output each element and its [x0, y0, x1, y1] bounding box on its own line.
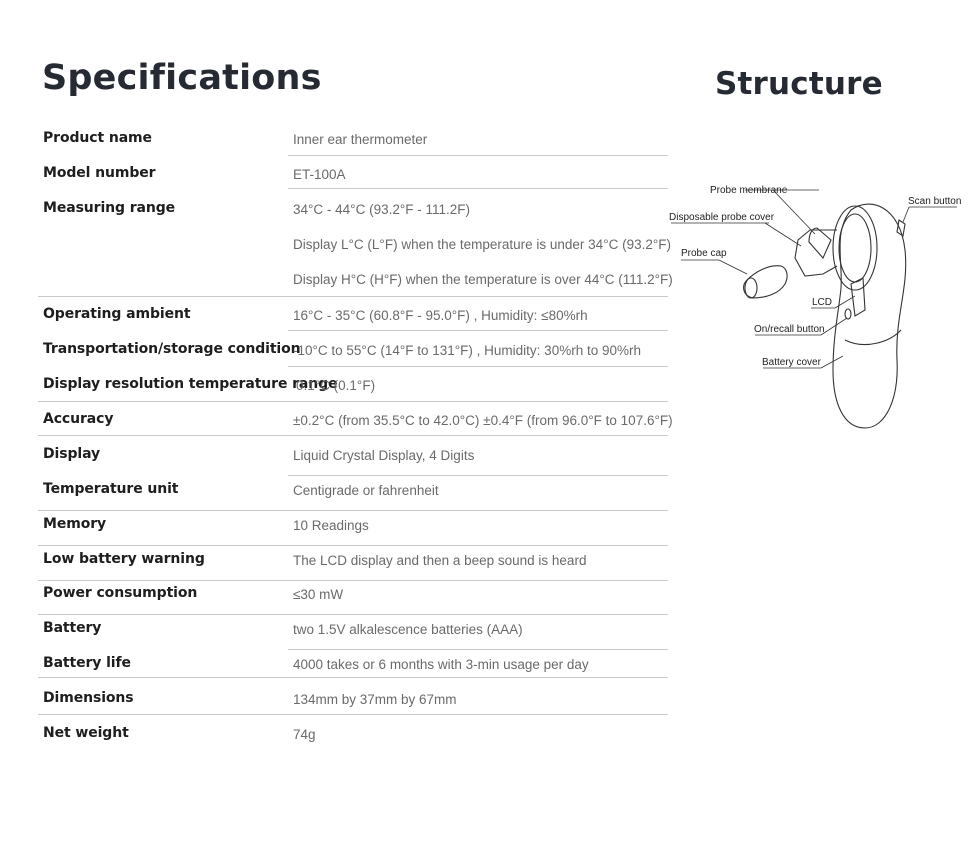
specifications-title: Specifications — [42, 58, 322, 98]
thermometer-structure-diagram: Probe membrane Disposable probe cover Pr… — [665, 170, 975, 440]
on-recall-button — [844, 308, 852, 320]
spec-label: Measuring range — [43, 200, 176, 216]
row-divider — [38, 435, 668, 436]
row-divider — [38, 401, 668, 402]
probe-head-rim — [832, 205, 878, 291]
spec-value: ET-100A — [293, 167, 346, 182]
label-battery-cover: Battery cover — [762, 357, 822, 368]
spec-row: Net weight 74g — [38, 723, 670, 759]
row-divider — [288, 330, 668, 331]
row-divider — [38, 580, 668, 581]
spec-value: -10°C to 55°C (14°F to 131°F) , Humidity… — [293, 343, 641, 358]
spec-row: Dimensions 134mm by 37mm by 67mm — [38, 688, 670, 724]
label-probe-membrane: Probe membrane — [710, 185, 788, 196]
scan-button — [896, 219, 906, 237]
spec-value: The LCD display and then a beep sound is… — [293, 553, 587, 568]
row-divider — [288, 366, 668, 367]
spec-value: ±0.2°C (from 35.5°C to 42.0°C) ±0.4°F (f… — [293, 413, 673, 428]
spec-label: Operating ambient — [43, 306, 191, 322]
spec-row: Battery life 4000 takes or 6 months with … — [38, 653, 670, 689]
label-scan-button: Scan button — [908, 196, 961, 207]
spec-value: ≤30 mW — [293, 587, 344, 602]
spec-row: Display Liquid Crystal Display, 4 Digits — [38, 444, 670, 480]
row-divider — [38, 614, 668, 615]
label-on-recall-button: On/recall button — [754, 324, 825, 335]
spec-label: Accuracy — [43, 411, 114, 427]
label-probe-cap: Probe cap — [681, 248, 727, 259]
label-disposable-probe-cover: Disposable probe cover — [669, 212, 775, 223]
spec-label: Display — [43, 446, 101, 462]
spec-value: Display L°C (L°F) when the temperature i… — [293, 237, 671, 252]
spec-value: Centigrade or fahrenheit — [293, 483, 439, 498]
row-divider — [38, 296, 668, 297]
spec-row: Transportation/storage condition-10°C to… — [38, 339, 670, 375]
disposable-probe-cover — [794, 229, 838, 277]
probe-cap — [743, 265, 788, 299]
spec-value: 0.1°C (0.1°F) — [296, 378, 376, 393]
row-divider — [288, 155, 668, 156]
spec-row: Operating ambient 16°C - 35°C (60.8°F - 9… — [38, 304, 670, 340]
row-divider — [288, 649, 668, 650]
spec-label: Net weight — [43, 725, 129, 741]
row-divider — [288, 475, 668, 476]
spec-value: Inner ear thermometer — [293, 132, 428, 147]
spec-value: 4000 takes or 6 months with 3-min usage … — [293, 657, 589, 672]
label-lcd: LCD — [812, 297, 832, 308]
spec-value: Display H°C (H°F) when the temperature i… — [293, 272, 673, 287]
spec-row: Accuracy ±0.2°C (from 35.5°C to 42.0°C) ±… — [38, 409, 673, 445]
row-divider — [38, 677, 668, 678]
spec-label: Model number — [43, 165, 156, 181]
probe-membrane — [808, 227, 832, 260]
spec-row: Product name Inner ear thermometer — [38, 128, 670, 164]
lcd-window — [850, 277, 866, 317]
spec-value: 16°C - 35°C (60.8°F - 95.0°F) , Humidity… — [293, 308, 588, 323]
spec-row: Measuring range 34°C - 44°C (93.2°F - 111… — [38, 198, 673, 287]
thermometer-body — [832, 203, 907, 429]
spec-label: Transportation/storage condition — [43, 341, 301, 357]
spec-label: Temperature unit — [43, 481, 179, 497]
spec-row: Memory 10 Readings — [38, 514, 670, 550]
spec-label: Dimensions — [43, 690, 134, 706]
spec-row: Battery two 1.5V alkalescence batteries (… — [38, 618, 670, 654]
spec-label: Battery — [43, 620, 102, 636]
row-divider — [38, 510, 668, 511]
spec-label: Display resolution temperature range — [43, 376, 338, 392]
row-divider — [38, 545, 668, 546]
structure-title: Structure — [715, 66, 883, 102]
spec-value: Liquid Crystal Display, 4 Digits — [293, 448, 475, 463]
spec-value: 134mm by 37mm by 67mm — [293, 692, 457, 707]
spec-label: Product name — [43, 130, 152, 146]
spec-label: Battery life — [43, 655, 131, 671]
spec-row: Temperature unit Centigrade or fahrenheit — [38, 479, 670, 515]
spec-label: Low battery warning — [43, 551, 205, 567]
spec-value: 74g — [293, 727, 316, 742]
row-divider — [288, 188, 668, 189]
spec-label: Power consumption — [43, 585, 198, 601]
spec-label: Memory — [43, 516, 107, 532]
spec-value: two 1.5V alkalescence batteries (AAA) — [293, 622, 523, 637]
spec-value: 34°C - 44°C (93.2°F - 111.2F) — [293, 202, 471, 217]
spec-row: Power consumption ≤30 mW — [38, 583, 670, 619]
spec-value: 10 Readings — [293, 518, 369, 533]
row-divider — [38, 714, 668, 715]
spec-row: Model number ET-100A — [38, 163, 670, 199]
spec-row: Low battery warning The LCD display and t… — [38, 549, 670, 585]
